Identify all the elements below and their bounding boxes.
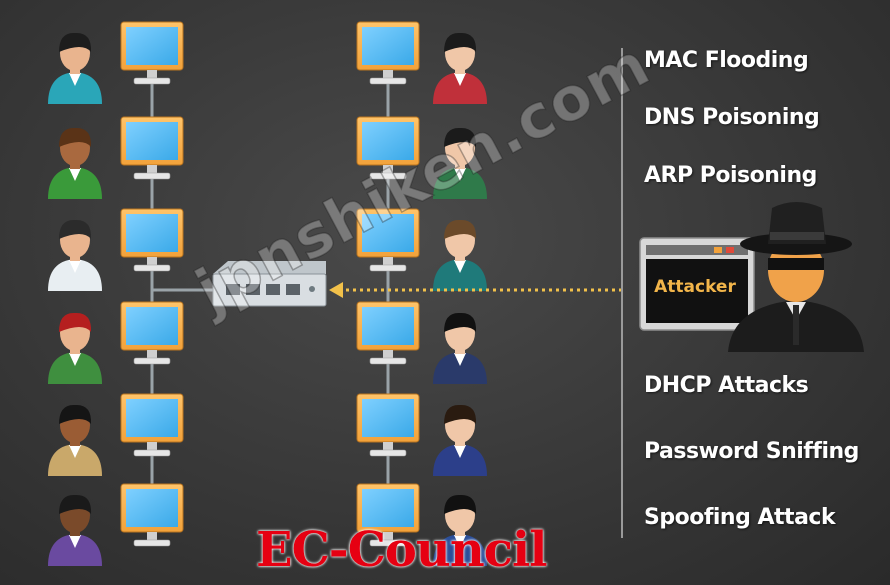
attacker-label: Attacker — [654, 277, 736, 297]
right-monitor-icon — [356, 301, 420, 365]
right-monitor-icon — [356, 483, 420, 547]
attacker-hacker-icon — [728, 202, 864, 352]
attack-dhcp-attacks: DHCP Attacks — [644, 373, 809, 398]
right-monitor-icon — [356, 116, 420, 180]
user-purple-shirt-icon — [48, 494, 102, 566]
left-monitor-icon — [120, 393, 184, 457]
left-monitor-icon — [120, 483, 184, 547]
left-monitor-icon — [120, 21, 184, 85]
man-blue-suit-icon — [433, 494, 487, 566]
attack-arp-poisoning: ARP Poisoning — [644, 163, 817, 188]
right-monitor-icon — [356, 393, 420, 457]
left-monitor-icon — [120, 116, 184, 180]
user-green-shirt-icon — [48, 127, 102, 199]
left-monitor-icon — [120, 301, 184, 365]
woman-navy-uniform-icon — [433, 404, 487, 476]
man-teal-suit-icon — [433, 219, 487, 291]
attack-spoofing-attack: Spoofing Attack — [644, 505, 836, 530]
attack-dns-poisoning: DNS Poisoning — [644, 105, 820, 130]
attacker-monitor-icon — [639, 237, 755, 331]
brand-logo: EC-Council — [256, 522, 547, 578]
left-monitor-icon — [120, 208, 184, 272]
attack-password-sniffing: Password Sniffing — [644, 439, 859, 464]
right-monitor-icon — [356, 208, 420, 272]
arrow-head-icon — [329, 282, 343, 298]
user-tan-jacket-icon — [48, 404, 102, 476]
user-teal-shirt-icon — [48, 32, 102, 104]
user-white-shirt-icon — [48, 219, 102, 291]
woman-red-dress-icon — [433, 32, 487, 104]
attack-mac-flooding: MAC Flooding — [644, 48, 809, 73]
right-monitor-icon — [356, 21, 420, 85]
man-navy-suit-icon — [433, 312, 487, 384]
man-green-suit-icon — [433, 127, 487, 199]
user-red-cap-icon — [48, 312, 102, 384]
network-switch-icon — [212, 261, 327, 307]
divider-line — [621, 48, 623, 538]
